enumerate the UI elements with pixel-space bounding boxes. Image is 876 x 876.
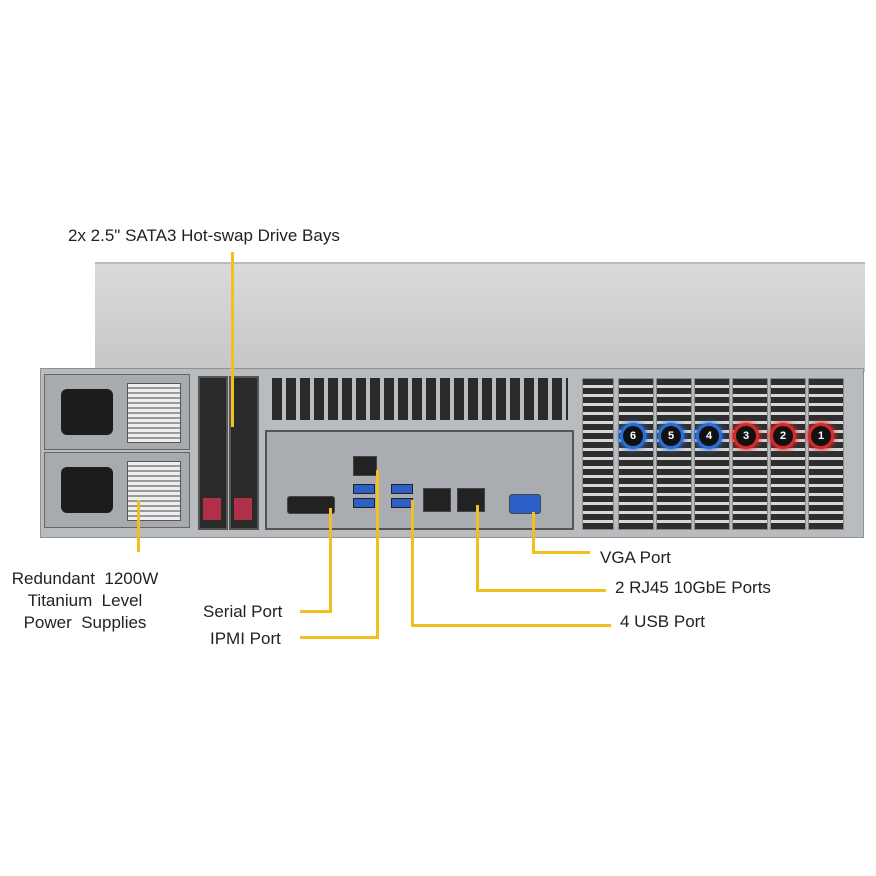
chassis-top bbox=[95, 262, 865, 372]
fan-grille-icon bbox=[127, 461, 181, 521]
power-socket-icon bbox=[61, 467, 113, 513]
ipmi-callout-line bbox=[300, 636, 379, 639]
usb-callout-line bbox=[411, 624, 611, 627]
serial-port-label: Serial Port bbox=[203, 602, 283, 621]
usb-port bbox=[353, 498, 375, 508]
power-socket-icon bbox=[61, 389, 113, 435]
serial-callout-line bbox=[300, 610, 332, 613]
serial-port bbox=[287, 496, 335, 514]
vga-callout-line bbox=[532, 551, 590, 554]
vga-port bbox=[509, 494, 541, 514]
rj45-callout-line bbox=[476, 589, 606, 592]
vent-grille bbox=[272, 378, 568, 420]
usb-callout-line bbox=[411, 500, 414, 626]
ipmi-callout-line bbox=[376, 470, 379, 638]
ipmi-port-label: IPMI Port bbox=[210, 629, 281, 648]
drive-latch[interactable] bbox=[203, 498, 221, 520]
rj45-ports-label: 2 RJ45 10GbE Ports bbox=[615, 578, 771, 597]
slot-badge: 5 bbox=[661, 426, 681, 446]
psu-label-line1: Redundant 1200W bbox=[11, 569, 159, 588]
ipmi-port bbox=[353, 456, 377, 476]
drive-bay-2[interactable] bbox=[229, 376, 259, 530]
psu-callout-line bbox=[137, 500, 140, 552]
rj45-port bbox=[423, 488, 451, 512]
vga-callout-line bbox=[532, 512, 535, 554]
rj45-port bbox=[457, 488, 485, 512]
usb-port bbox=[391, 498, 413, 508]
psu-label-line2: Titanium Level bbox=[27, 591, 143, 610]
drive-bays-label: 2x 2.5" SATA3 Hot-swap Drive Bays bbox=[68, 226, 340, 245]
pcie-slot bbox=[732, 378, 768, 530]
slot-badge: 2 bbox=[773, 426, 793, 446]
pcie-slot bbox=[694, 378, 730, 530]
slot-badge: 4 bbox=[699, 426, 719, 446]
io-shield bbox=[265, 430, 574, 530]
psu-label-line3: Power Supplies bbox=[23, 613, 147, 632]
serial-callout-line bbox=[329, 508, 332, 612]
rj45-callout-line bbox=[476, 505, 479, 591]
power-supply-2 bbox=[44, 452, 190, 528]
drive-bays-callout-line bbox=[231, 252, 234, 427]
pcie-slot bbox=[770, 378, 806, 530]
pcie-slot bbox=[656, 378, 692, 530]
usb-port-label: 4 USB Port bbox=[620, 612, 706, 631]
slot-badge: 1 bbox=[811, 426, 831, 446]
vent-column bbox=[582, 378, 614, 530]
power-supply-1 bbox=[44, 374, 190, 450]
usb-port bbox=[353, 484, 375, 494]
drive-latch[interactable] bbox=[234, 498, 252, 520]
slot-badge: 6 bbox=[623, 426, 643, 446]
pcie-slot bbox=[808, 378, 844, 530]
usb-port bbox=[391, 484, 413, 494]
vga-port-label: VGA Port bbox=[600, 548, 671, 567]
drive-bay-1[interactable] bbox=[198, 376, 228, 530]
pcie-slot bbox=[618, 378, 654, 530]
fan-grille-icon bbox=[127, 383, 181, 443]
slot-badge: 3 bbox=[736, 426, 756, 446]
